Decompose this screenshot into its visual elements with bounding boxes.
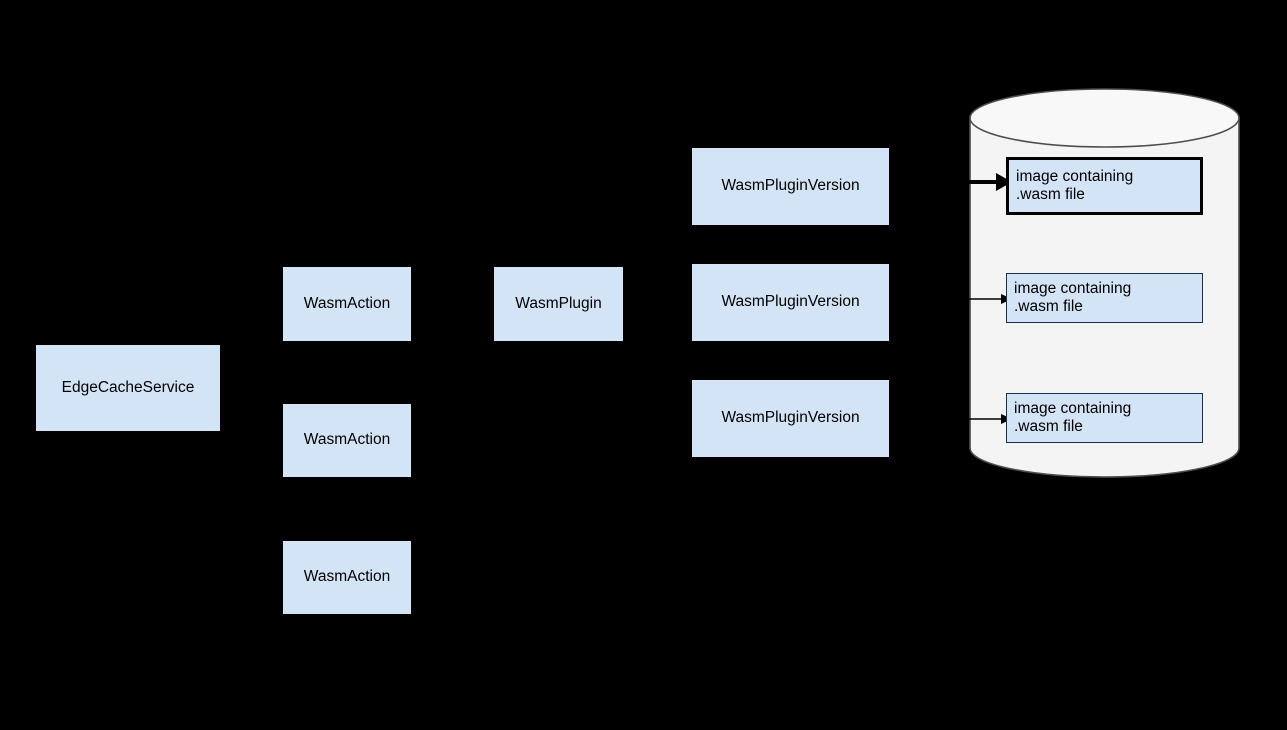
registry-image-box-1-label: image containing .wasm file — [1016, 167, 1134, 203]
node-wasm-plugin-version-3[interactable]: WasmPluginVersion — [692, 380, 889, 457]
node-wasm-plugin-version-2[interactable]: WasmPluginVersion — [692, 264, 889, 341]
registry-image-box-3-label: image containing .wasm file — [1014, 399, 1132, 435]
registry-image-box-1[interactable]: image containing .wasm file — [1006, 157, 1203, 215]
node-wasm-plugin-version-1[interactable]: WasmPluginVersion — [692, 148, 889, 225]
cylinder-top-ellipse — [969, 88, 1240, 148]
node-wasm-action-1-label: WasmAction — [303, 294, 391, 312]
node-wasm-plugin-label: WasmPlugin — [515, 294, 602, 312]
registry-image-box-3[interactable]: image containing .wasm file — [1006, 393, 1203, 443]
node-edge-cache-service[interactable]: EdgeCacheService — [36, 345, 220, 431]
node-wasm-action-1[interactable]: WasmAction — [283, 267, 411, 341]
node-wasm-action-3[interactable]: WasmAction — [283, 541, 411, 614]
node-wasm-action-3-label: WasmAction — [303, 568, 391, 586]
node-wasm-plugin-version-3-label: WasmPluginVersion — [721, 409, 860, 427]
registry-image-box-2[interactable]: image containing .wasm file — [1006, 273, 1203, 323]
node-wasm-action-2-label: WasmAction — [303, 431, 391, 449]
node-wasm-plugin-version-2-label: WasmPluginVersion — [721, 293, 860, 311]
node-wasm-action-2[interactable]: WasmAction — [283, 404, 411, 477]
registry-image-box-2-label: image containing .wasm file — [1014, 279, 1132, 315]
node-edge-cache-service-label: EdgeCacheService — [61, 378, 195, 396]
node-wasm-plugin[interactable]: WasmPlugin — [494, 267, 623, 341]
arrow-to-image-1 — [966, 173, 1012, 191]
node-wasm-plugin-version-1-label: WasmPluginVersion — [721, 177, 860, 195]
